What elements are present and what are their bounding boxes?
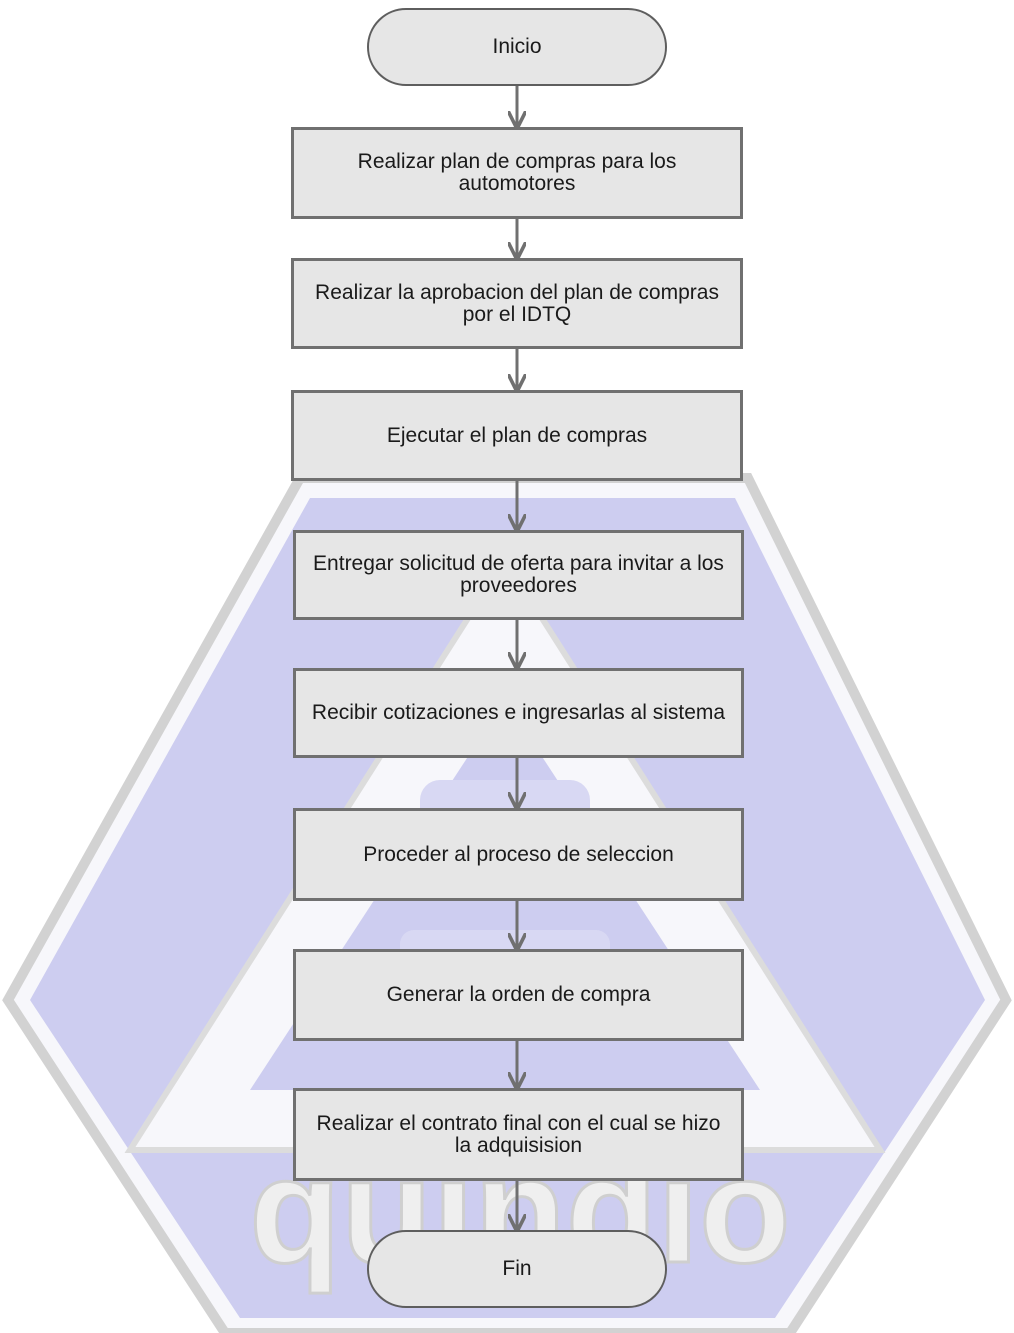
end-label: Fin [502, 1257, 532, 1280]
process-step: Proceder al proceso de seleccion [293, 808, 744, 901]
process-step: Generar la orden de compra [293, 949, 744, 1041]
start-terminal: Inicio [367, 8, 667, 86]
process-step: Realizar el contrato final con el cual s… [293, 1088, 744, 1181]
step-label: Generar la orden de compra [386, 983, 651, 1006]
step-label: Ejecutar el plan de compras [386, 423, 648, 447]
step-label: Realizar la aprobacion del plan de compr… [315, 280, 719, 326]
process-step: Recibir cotizaciones e ingresarlas al si… [293, 668, 744, 758]
process-step: Entregar solicitud de oferta para invita… [293, 530, 744, 620]
step-label: Proceder al proceso de seleccion [363, 842, 674, 866]
process-step: Ejecutar el plan de compras [291, 390, 743, 481]
step-label: Recibir cotizaciones e ingresarlas al si… [311, 701, 726, 724]
step-label: Realizar plan de compras para los automo… [357, 150, 677, 195]
step-label: Entregar solicitud de oferta para invita… [313, 552, 724, 597]
process-step: Realizar la aprobacion del plan de compr… [291, 258, 743, 349]
end-terminal: Fin [367, 1230, 667, 1308]
step-label: Realizar el contrato final con el cual s… [316, 1111, 721, 1157]
start-label: Inicio [492, 35, 542, 58]
process-step: Realizar plan de compras para los automo… [291, 127, 743, 219]
